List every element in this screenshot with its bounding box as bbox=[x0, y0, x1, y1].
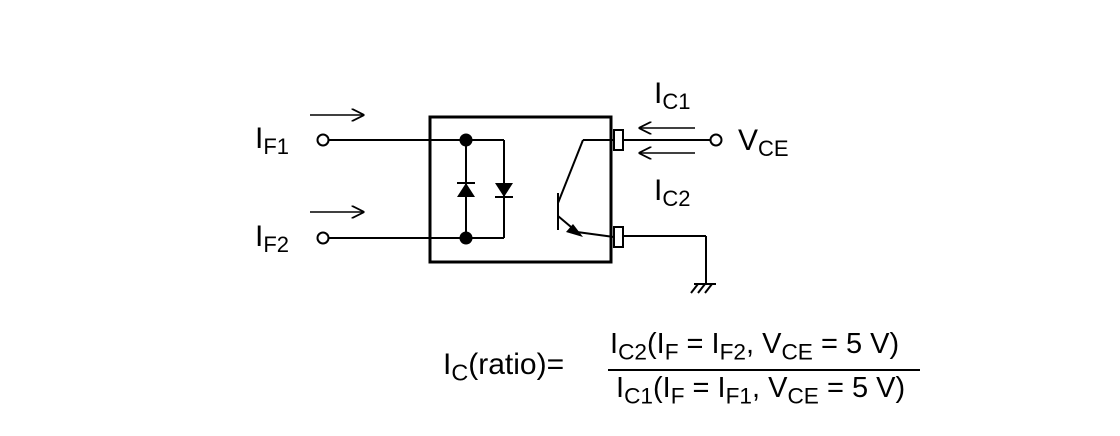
junction-dot-top bbox=[459, 133, 473, 147]
if2-label: IF2 bbox=[255, 220, 289, 257]
input-wiring bbox=[316, 133, 505, 245]
ic1-label: IC1 bbox=[654, 77, 690, 114]
ground-wire bbox=[623, 235, 707, 284]
formula-denominator: IC1(IF = IF1, VCE = 5 V) bbox=[616, 372, 906, 409]
junction-dot-bottom bbox=[459, 231, 473, 245]
vce-terminal[interactable] bbox=[709, 133, 723, 147]
phototransistor bbox=[557, 139, 615, 238]
emitter-pin bbox=[613, 226, 624, 248]
fraction-bar bbox=[608, 369, 920, 371]
if2-terminal[interactable] bbox=[316, 231, 330, 245]
package-outline bbox=[428, 115, 613, 264]
emitter-arrowhead bbox=[566, 224, 583, 237]
led-left bbox=[457, 182, 475, 197]
vce-label: VCE bbox=[738, 124, 789, 161]
if1-label: IF1 bbox=[255, 122, 289, 159]
formula-numerator: IC2(IF = IF2, VCE = 5 V) bbox=[610, 328, 900, 365]
ic2-label: IC2 bbox=[654, 174, 690, 211]
led-right bbox=[495, 183, 513, 198]
if1-terminal[interactable] bbox=[316, 133, 330, 147]
collector-pin bbox=[613, 129, 624, 151]
ground-icon bbox=[690, 283, 716, 294]
formula-lhs: IC(ratio)= bbox=[443, 348, 565, 386]
